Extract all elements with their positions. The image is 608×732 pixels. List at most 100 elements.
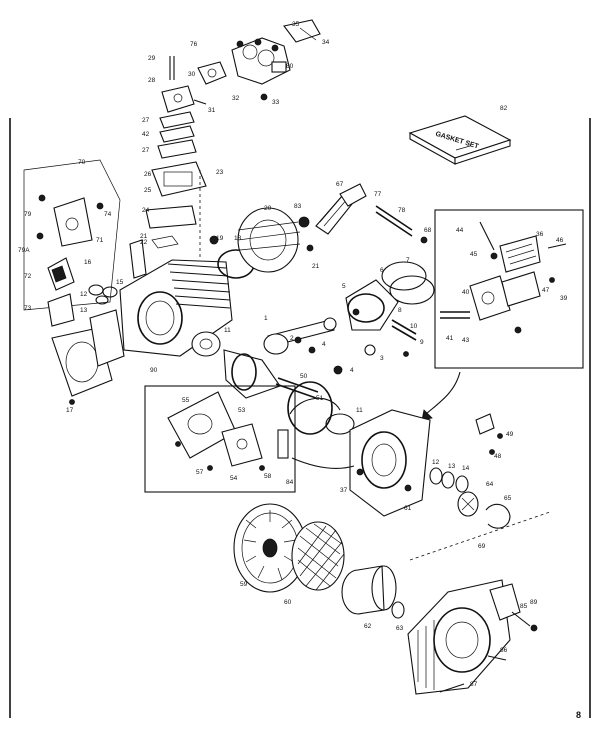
callout-box-71: 71 [96, 237, 104, 244]
callout-seal-13: 13 [448, 463, 456, 470]
callout-intake-nut: 33 [272, 99, 280, 106]
callout-recoil-89: 89 [530, 599, 538, 606]
piston-assembly [263, 261, 435, 375]
callout-plug-67: 67 [336, 181, 344, 188]
recoil-starter [407, 579, 538, 695]
callout-piston-8: 8 [398, 307, 402, 314]
callout-head-20: 20 [264, 205, 272, 212]
callout-inset-44: 44 [456, 227, 464, 234]
callout-fly-59: 59 [240, 581, 248, 588]
callout-side-16: 16 [84, 259, 92, 266]
callout-carb: 80 [286, 63, 294, 70]
callout-inset-36: 36 [536, 231, 544, 238]
callout-screen-60: 60 [284, 599, 292, 606]
callout-inset-39: 39 [560, 295, 568, 302]
callout-recoil-87: 87 [470, 681, 478, 688]
magneto-inset [144, 385, 296, 493]
callout-mag-57: 57 [196, 469, 204, 476]
callout-piston-10: 10 [410, 323, 418, 330]
callout-choke-31: 31 [208, 107, 216, 114]
callout-piston-3: 3 [380, 355, 384, 362]
callout-side-72: 72 [24, 273, 32, 280]
callout-mag-55: 55 [182, 397, 190, 404]
callout-side-15: 15 [116, 279, 124, 286]
callout-piston-6: 6 [380, 267, 384, 274]
spark-plug [315, 183, 428, 244]
cylinder-block [119, 239, 255, 357]
callout-inset-43: 43 [462, 337, 470, 344]
callout-rod-2: 2 [290, 335, 294, 342]
callout-crank-11b: 11 [356, 407, 363, 414]
page-mark: 8 [576, 710, 581, 720]
callout-choke-28: 28 [148, 77, 156, 84]
callout-carb-screw: 35 [292, 21, 300, 28]
callout-stud: 76 [190, 41, 198, 48]
callout-plug-77: 77 [374, 191, 382, 198]
callout-clip-69: 69 [478, 543, 486, 550]
callout-plug-68: 68 [424, 227, 432, 234]
callout-seal-14: 14 [462, 465, 470, 472]
callout-crank-90: 90 [150, 367, 158, 374]
side-cover-parts [47, 257, 125, 405]
callout-choke-29: 29 [148, 55, 156, 62]
crankcase-cover [287, 381, 431, 517]
callout-piston-9: 9 [420, 339, 424, 346]
callout-gov-64: 64 [486, 481, 494, 488]
callout-reed-25: 25 [144, 187, 152, 194]
callout-case-61: 61 [404, 505, 412, 512]
callout-reed-27b: 27 [142, 147, 150, 154]
callout-gasket-21: 21 [140, 233, 148, 240]
callout-reed-27: 27 [142, 117, 150, 124]
callout-inset-46: 46 [556, 237, 564, 244]
callout-reed-24: 24 [142, 207, 150, 214]
callout-piston-7: 7 [406, 257, 410, 264]
callout-reed-23: 23 [216, 169, 224, 176]
callout-reed-26: 26 [144, 171, 152, 178]
callout-side-13: 13 [80, 307, 88, 314]
callout-choke-30: 30 [188, 71, 196, 78]
callout-mag-53: 53 [238, 407, 246, 414]
callout-inset-40: 40 [462, 289, 470, 296]
callout-mag-84: 84 [286, 479, 294, 486]
governor-inset [421, 209, 584, 421]
callout-recoil-86: 86 [500, 647, 508, 654]
flywheel-screen [291, 521, 345, 591]
callout-crank-51: 51 [316, 395, 324, 402]
callout-recoil-85: 85 [520, 603, 528, 610]
callout-crank-11: 11 [224, 327, 231, 334]
callout-piston-4: 4 [350, 367, 354, 374]
callout-gasket-set: 82 [500, 105, 508, 112]
callout-side-17: 17 [66, 407, 74, 414]
callout-box-70: 70 [78, 159, 86, 166]
intake-stack [145, 56, 207, 258]
callout-reed-42: 42 [142, 131, 150, 138]
callout-box-74: 74 [104, 211, 112, 218]
seals-and-bearings [429, 413, 511, 529]
gasket-set-package: GASKET SET [408, 115, 512, 165]
callout-gov-65: 65 [504, 495, 512, 502]
callout-crank-50: 50 [300, 373, 308, 380]
callout-plug-78: 78 [398, 207, 406, 214]
callout-side-12: 12 [80, 291, 88, 298]
callout-case-48: 48 [494, 453, 502, 460]
callout-rod-4b: 4 [322, 341, 326, 348]
callout-reed-22: 22 [140, 239, 148, 246]
callout-cup-62: 62 [364, 623, 372, 630]
callout-head-18: 18 [234, 235, 242, 242]
callout-case-37: 37 [340, 487, 348, 494]
callout-intake-elbow: 32 [232, 95, 240, 102]
callout-side-73: 73 [24, 305, 32, 312]
callout-case-49: 49 [506, 431, 514, 438]
bracket-box [23, 159, 121, 311]
callout-carb-top-right: 34 [322, 39, 330, 46]
cylinder-head [209, 207, 314, 273]
callout-inset-41: 41 [446, 335, 454, 342]
carburetor-assembly [197, 19, 321, 101]
callout-mag-54: 54 [230, 475, 238, 482]
callout-piston-5: 5 [342, 283, 346, 290]
callout-head-83: 83 [294, 203, 302, 210]
callout-piston-1: 1 [264, 315, 268, 322]
callout-labels: 8234803532337629302831274227262523242270… [18, 21, 568, 688]
